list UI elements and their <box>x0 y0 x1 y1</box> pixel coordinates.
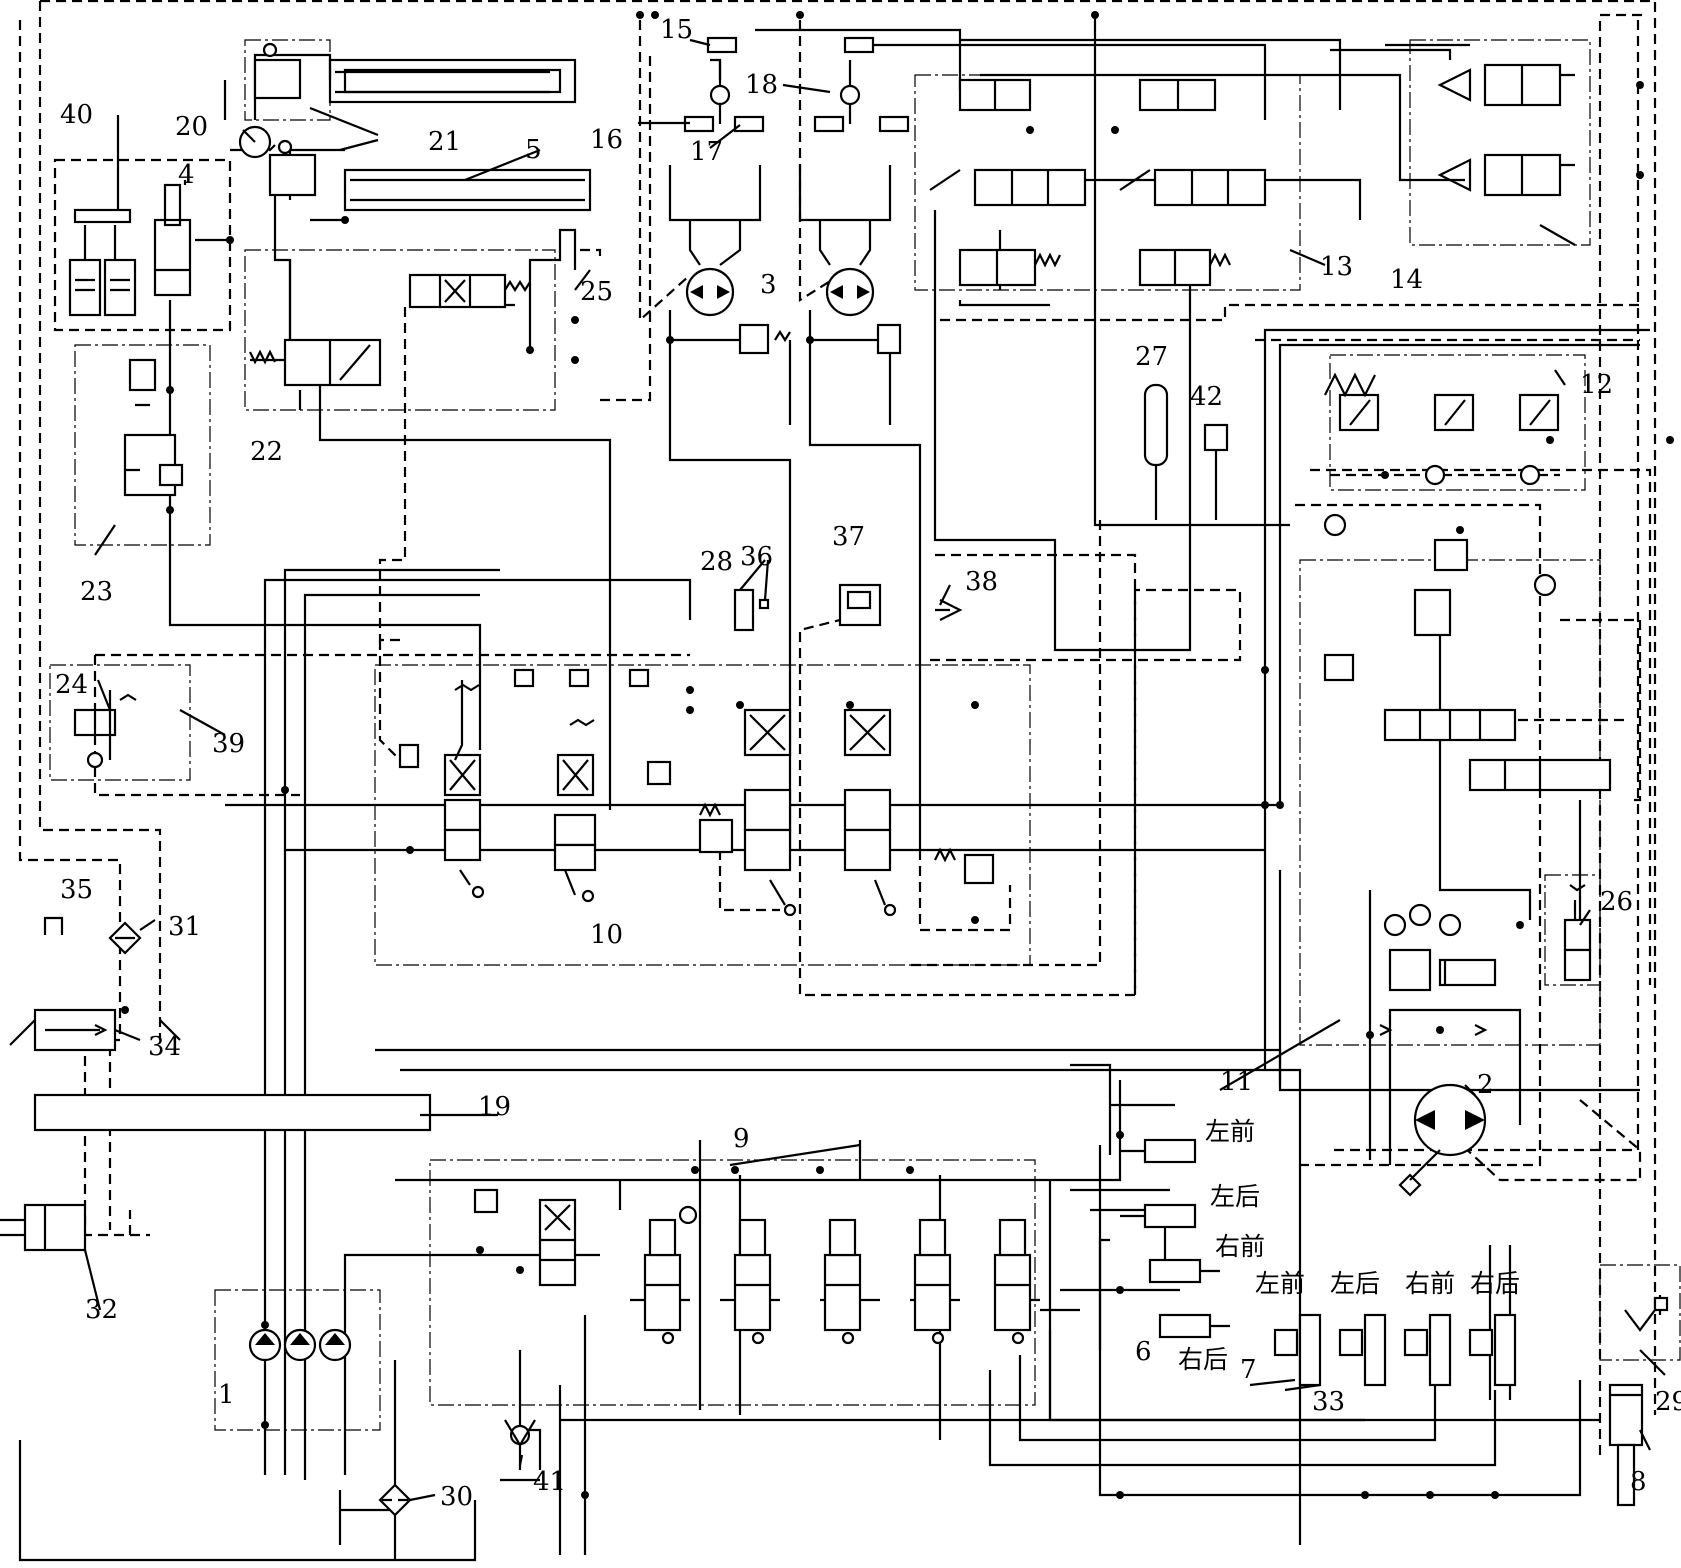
label-38: 38 <box>965 567 998 597</box>
valve-block-11 <box>1323 513 1612 1036</box>
filter-31 <box>108 921 142 955</box>
leg-label-left-rear: 左后 <box>1330 1269 1380 1298</box>
pump-1 <box>248 1328 352 1362</box>
label-4: 4 <box>178 160 195 190</box>
label-2: 2 <box>1477 1070 1494 1100</box>
label-35: 35 <box>60 875 93 905</box>
label-32: 32 <box>85 1295 118 1325</box>
label-9: 9 <box>733 1124 750 1154</box>
cylinder-32 <box>0 1203 87 1252</box>
label-28: 28 <box>700 547 733 577</box>
valve-block-14 <box>1437 63 1575 197</box>
label-8: 8 <box>1630 1467 1647 1497</box>
label-24: 24 <box>55 670 88 700</box>
label-31: 31 <box>168 912 201 942</box>
outrigger-label-right-rear: 右后 <box>1178 1345 1228 1374</box>
label-26: 26 <box>1600 887 1633 917</box>
label-17: 17 <box>690 137 723 167</box>
exhaust-35 <box>43 916 64 935</box>
directional-valve-22 <box>249 273 531 387</box>
label-7: 7 <box>1240 1355 1257 1385</box>
valve-23 <box>123 358 184 497</box>
multi-way-valve-9 <box>473 1188 1032 1345</box>
component-numbers: 1 2 3 4 5 6 7 8 9 10 11 12 13 14 15 16 1… <box>55 15 1681 1512</box>
pressure-lines <box>168 15 1650 1560</box>
accumulator-27 <box>1143 383 1169 520</box>
label-11: 11 <box>1220 1067 1253 1097</box>
outrigger-label-left-front: 左前 <box>1205 1117 1255 1146</box>
label-21: 21 <box>428 127 461 157</box>
label-1: 1 <box>218 1380 235 1410</box>
leg-cylinders-33 <box>1273 1313 1517 1387</box>
outrigger-valve-spools <box>643 1205 1032 1345</box>
label-5: 5 <box>525 135 542 165</box>
assembly-frames <box>49 39 1681 1431</box>
cylinder-4 <box>153 183 192 297</box>
label-20: 20 <box>175 112 208 142</box>
valve-29 <box>1624 1295 1669 1332</box>
label-23: 23 <box>80 577 113 607</box>
brake-valve-34 <box>9 1008 117 1052</box>
label-18: 18 <box>745 70 778 100</box>
leg-label-left-front: 左前 <box>1255 1269 1305 1298</box>
leader-lines <box>83 38 1666 1502</box>
label-25: 25 <box>580 277 613 307</box>
label-37: 37 <box>832 522 865 552</box>
label-30: 30 <box>440 1482 473 1512</box>
label-3: 3 <box>760 270 777 300</box>
label-19: 19 <box>478 1092 511 1122</box>
leg-label-right-rear: 右后 <box>1470 1269 1520 1298</box>
label-36: 36 <box>740 542 773 572</box>
check-valve-41 <box>500 1419 540 1482</box>
valve-28 <box>733 588 770 632</box>
valve-37 <box>838 583 882 627</box>
label-27: 27 <box>1135 342 1168 372</box>
outrigger-position-labels: 左前 左后 右前 右后 <box>1178 1117 1265 1374</box>
filter-30 <box>378 1483 412 1517</box>
travel-motor-2 <box>1398 1083 1487 1197</box>
label-29: 29 <box>1655 1387 1681 1417</box>
brake-cylinders <box>683 36 910 133</box>
valve-24 <box>73 690 137 769</box>
label-42: 42 <box>1190 382 1223 412</box>
outrigger-cylinders-6 <box>1120 1138 1230 1339</box>
cylinder-8 <box>1608 1383 1644 1507</box>
valve-block-12 <box>1324 372 1560 486</box>
valve-26 <box>1563 884 1592 982</box>
check-valve-38 <box>935 599 963 621</box>
label-33: 33 <box>1312 1387 1345 1417</box>
brake-cylinders-40 <box>68 208 137 317</box>
valve-block-13 <box>929 78 1267 287</box>
rotary-joint-19 <box>33 1093 432 1132</box>
label-13: 13 <box>1320 252 1353 282</box>
label-6: 6 <box>1135 1337 1152 1367</box>
telescoping-cylinder-5 <box>253 42 592 212</box>
label-12: 12 <box>1580 370 1613 400</box>
label-40: 40 <box>60 100 93 130</box>
label-22: 22 <box>250 437 283 467</box>
junctions <box>121 11 1674 1499</box>
swing-motors-3 <box>668 165 902 355</box>
label-14: 14 <box>1390 265 1423 295</box>
label-15: 15 <box>660 15 693 45</box>
label-16: 16 <box>590 125 623 155</box>
leg-label-right-front: 右前 <box>1405 1269 1455 1298</box>
pressure-switch-42 <box>1203 423 1229 520</box>
reservoir <box>18 1440 477 1562</box>
label-10: 10 <box>590 920 623 950</box>
label-41: 41 <box>533 1467 566 1497</box>
label-34: 34 <box>148 1032 181 1062</box>
leg-position-labels: 左前 左后 右前 右后 <box>1255 1269 1520 1298</box>
multi-way-valve-10 <box>398 668 995 917</box>
outrigger-label-right-front: 右前 <box>1215 1232 1265 1261</box>
label-39: 39 <box>212 729 245 759</box>
outrigger-label-left-rear: 左后 <box>1210 1182 1260 1211</box>
